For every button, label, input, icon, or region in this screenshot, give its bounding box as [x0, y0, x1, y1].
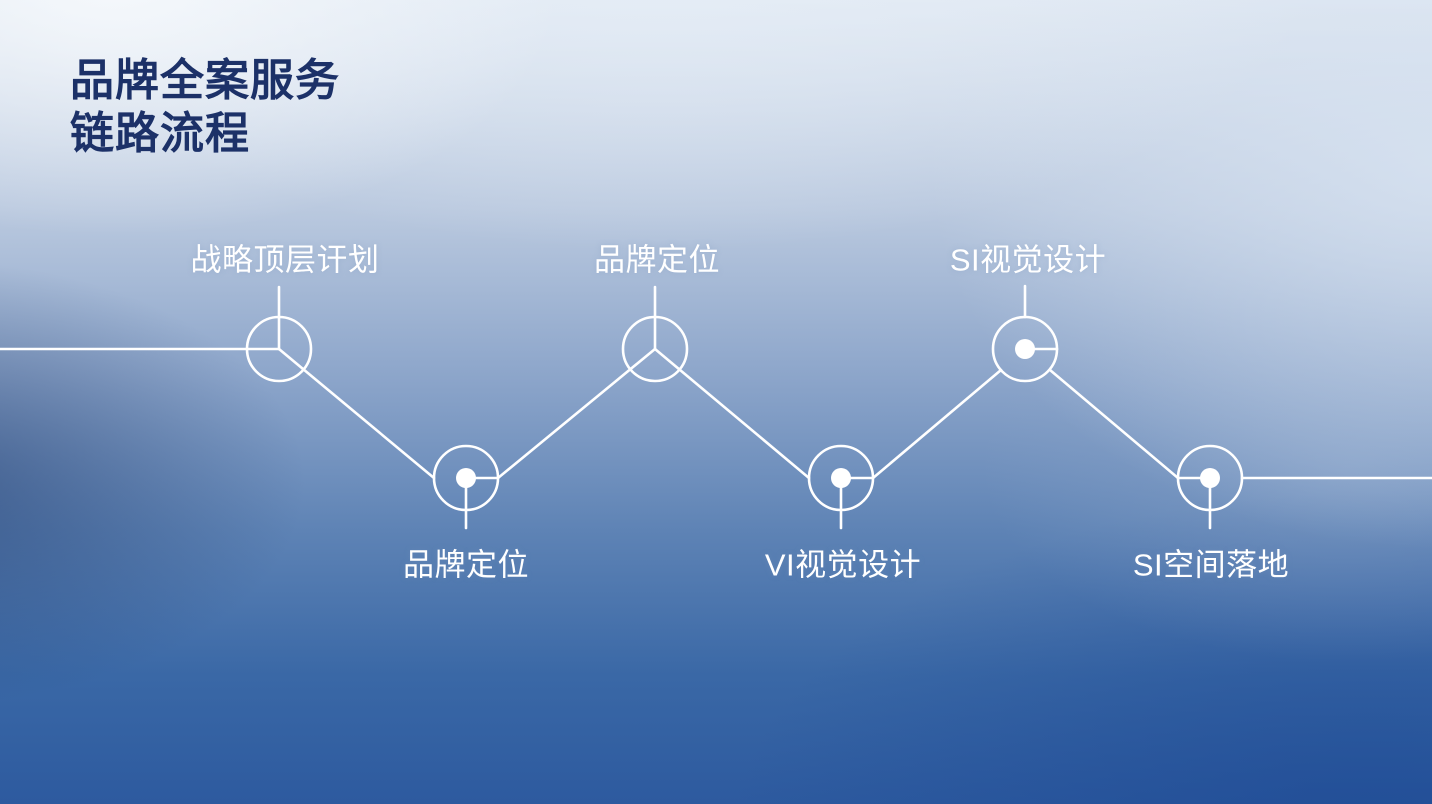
flow-connector-line: [496, 347, 657, 480]
node-label-strategic-top-level-plan: 战略顶层讦划: [190, 242, 380, 278]
flow-node-dot-brand-positioning-lower: [456, 468, 476, 488]
flow-connector-line: [277, 347, 436, 480]
flow-connector-line: [1048, 368, 1180, 480]
flow-node-circle-vi-visual-design: [807, 444, 875, 512]
node-label-vi-visual-design: VI视觉设计: [764, 547, 922, 583]
flow-connector-line: [871, 368, 1003, 480]
flow-node-circle-si-space-landing: [1176, 444, 1244, 512]
flow-connector-line: [653, 347, 811, 480]
page-title: 品牌全案服务 链路流程: [70, 55, 340, 161]
flow-node-circle-brand-positioning-upper: [621, 315, 689, 383]
flow-node-dot-vi-visual-design: [831, 468, 851, 488]
node-label-si-space-landing: SI空间落地: [1132, 547, 1290, 583]
flow-node-circle-strategic-top-level-plan: [245, 315, 313, 383]
node-label-brand-positioning-upper: 品牌定位: [594, 242, 720, 278]
flow-node-circle-si-visual-design: [991, 315, 1059, 383]
flow-node-circle-brand-positioning-lower: [432, 444, 500, 512]
node-label-brand-positioning-lower: 品牌定位: [403, 547, 529, 583]
page-title-line2: 链路流程: [70, 108, 250, 158]
flow-node-dot-si-visual-design: [1015, 339, 1035, 359]
node-label-si-visual-design: SI视觉设计: [949, 242, 1107, 278]
page-title-line1: 品牌全案服务: [70, 56, 340, 105]
flow-node-dot-si-space-landing: [1200, 468, 1220, 488]
